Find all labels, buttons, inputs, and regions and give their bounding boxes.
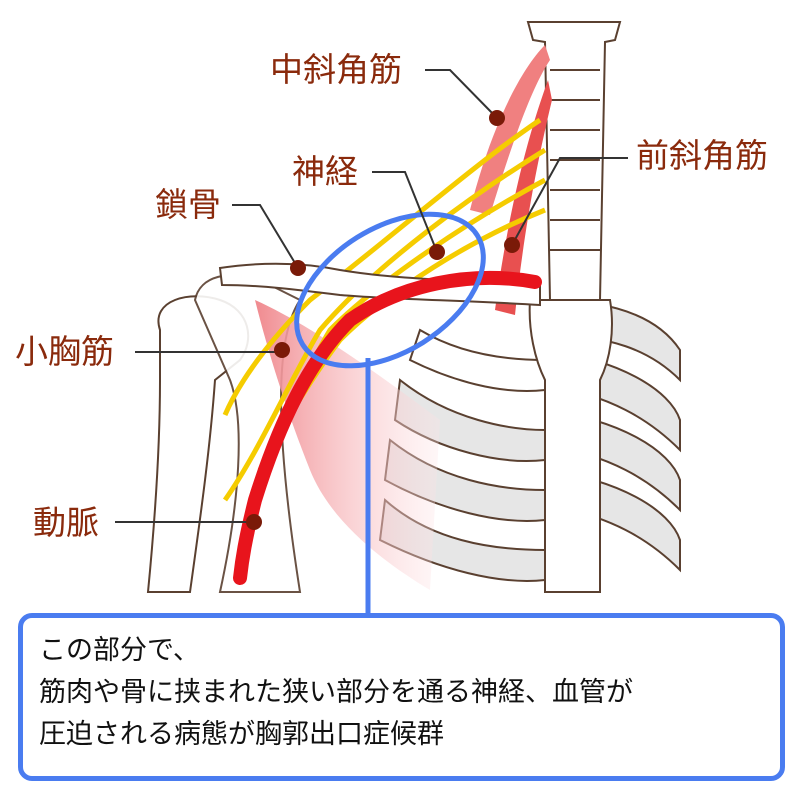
cervical-spine (526, 21, 622, 301)
callout-box: この部分で、 筋肉や骨に挟まれた狭い部分を通る神経、血管が 圧迫される病態が胸郭… (18, 613, 785, 781)
middle-scalene-muscle (470, 45, 550, 215)
subclavian-artery (233, 270, 542, 585)
callout-line-2: 筋肉や骨に挟まれた狭い部分を通る神経、血管が (39, 677, 633, 708)
label-anterior-scalene: 前斜角筋 (636, 136, 768, 175)
label-dots (246, 110, 520, 530)
compression-area-highlight (294, 211, 486, 369)
label-artery: 動脈 (33, 503, 99, 542)
callout-line-3: 圧迫される病態が胸郭出口症候群 (39, 719, 444, 750)
label-nerve: 神経 (292, 152, 358, 191)
label-pectoralis-minor: 小胸筋 (15, 332, 114, 371)
label-middle-scalene: 中斜角筋 (270, 50, 402, 89)
sternum (528, 299, 613, 593)
anterior-scalene-muscle (495, 80, 552, 315)
leader-lines (115, 69, 628, 523)
label-clavicle: 鎖骨 (155, 185, 221, 224)
pectoralis-minor-muscle (255, 300, 440, 590)
callout-line-1: この部分で、 (39, 635, 200, 666)
